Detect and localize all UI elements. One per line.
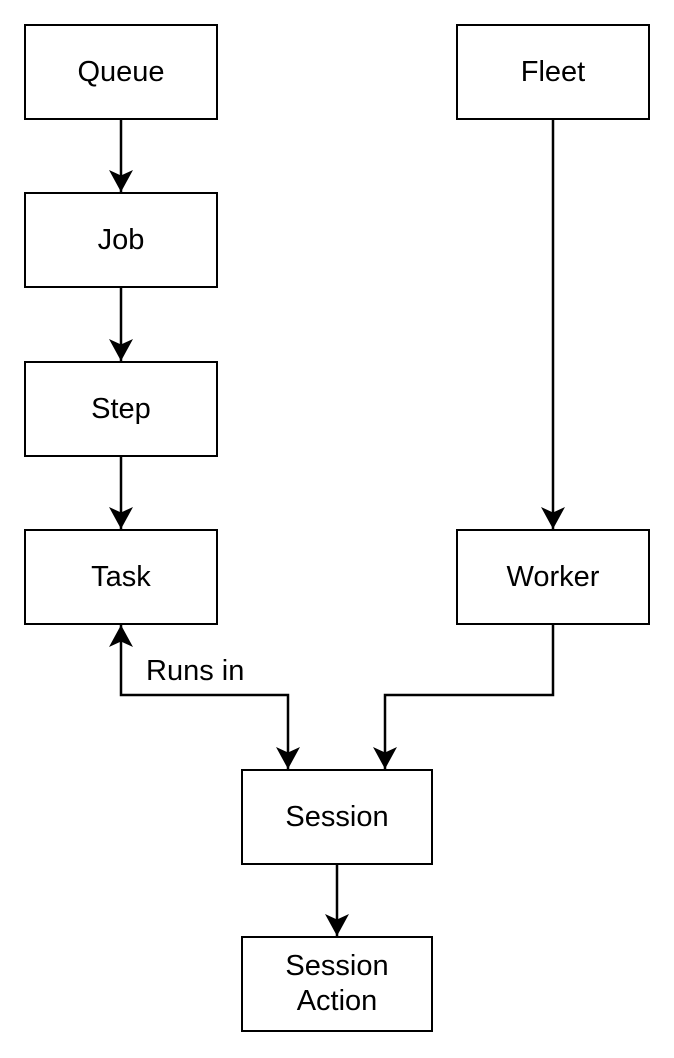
node-worker-label: Worker [506,560,600,593]
edge-worker-session [373,625,555,769]
node-task: Task [24,529,218,625]
edge-task-session-runs-in [109,625,300,769]
node-step: Step [24,361,218,457]
node-task-label: Task [91,560,151,593]
node-fleet-label: Fleet [520,55,586,88]
node-queue-label: Queue [77,55,165,88]
node-session-action: Session Action [241,936,433,1032]
edge-label-runs-in: Runs in [146,655,245,687]
node-session: Session [241,769,433,865]
node-session-label: Session [285,800,389,833]
node-session-action-label: Session Action [285,950,389,1017]
node-fleet: Fleet [456,24,650,120]
node-step-label: Step [91,392,151,425]
node-queue: Queue [24,24,218,120]
node-job-label: Job [97,223,145,256]
node-worker: Worker [456,529,650,625]
node-job: Job [24,192,218,288]
